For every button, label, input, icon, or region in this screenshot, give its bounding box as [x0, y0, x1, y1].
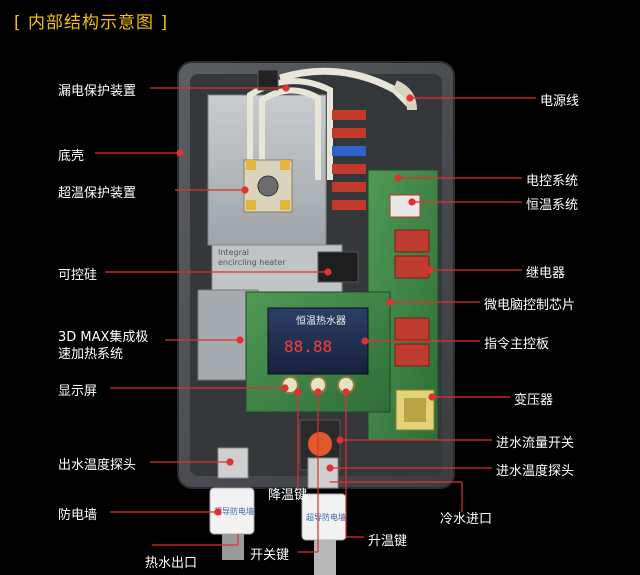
label-power-key: 开关键: [250, 548, 290, 563]
label-heating-system-line2: 速加热系统: [58, 347, 124, 362]
leakage-protection-device: [257, 69, 279, 91]
label-mcu-chip: 微电脑控制芯片: [484, 298, 576, 313]
thyristor-module: [317, 251, 359, 283]
label-heating-system-line1: 3D MAX集成极: [58, 330, 149, 345]
label-leakage-protection: 漏电保护装置: [58, 84, 137, 99]
label-outlet-temp-probe: 出水温度探头: [58, 458, 137, 473]
label-flow-switch: 进水流量开关: [496, 436, 575, 451]
label-cold-water-inlet: 冷水进口: [440, 512, 493, 527]
label-electric-control: 电控系统: [526, 174, 579, 189]
label-thermostat: 恒温系统: [526, 198, 579, 213]
label-transformer: 变压器: [514, 393, 554, 408]
heater-text-1: Integral: [218, 248, 249, 257]
label-anti-shock-wall: 防电墙: [58, 508, 98, 523]
label-display: 显示屏: [58, 384, 98, 399]
cold-water-pipe: [307, 457, 339, 489]
lcd-screen: [267, 307, 369, 375]
label-main-board: 指令主控板: [484, 337, 550, 352]
label-overheat-protection: 超温保护装置: [58, 186, 137, 201]
terminal-block: [332, 110, 366, 210]
lcd-digits: 88.88: [284, 337, 332, 356]
label-power-cord: 电源线: [540, 94, 580, 109]
label-relay: 继电器: [526, 266, 566, 281]
label-thyristor: 可控硅: [58, 268, 98, 283]
anti-shock-label-right: 超导防电墙: [306, 512, 346, 522]
relays: [394, 229, 430, 367]
label-bottom-shell: 底壳: [58, 149, 85, 164]
diagram-title: [ 内部结构示意图 ]: [14, 13, 169, 33]
label-temp-down-key: 降温键: [268, 488, 308, 503]
label-inlet-temp-probe: 进水温度探头: [496, 464, 575, 479]
lcd-title: 恒温热水器: [296, 314, 346, 327]
label-hot-water-outlet: 热水出口: [145, 556, 198, 571]
leader-lines: [95, 84, 536, 553]
heater-text-2: encircling heater: [218, 258, 286, 267]
label-temp-up-key: 升温键: [368, 534, 408, 549]
anti-shock-label-left: 超导防电墙: [214, 506, 254, 516]
